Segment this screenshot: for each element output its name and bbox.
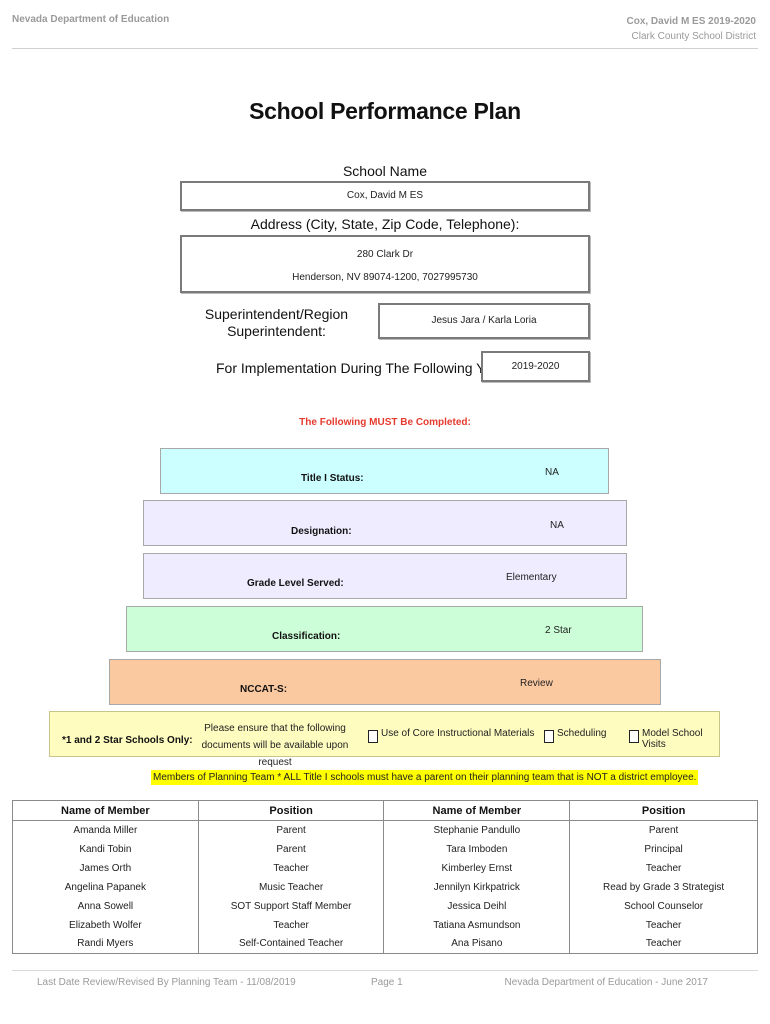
header-right: Cox, David M ES 2019-2020 Clark County S… [626,14,756,44]
member-position: Parent [569,820,758,840]
model-school-visits-label: Model School Visits [642,728,703,750]
member-name: James Orth [12,858,199,878]
member-position: Parent [197,820,385,840]
years-label: For Implementation During The Following … [216,360,516,376]
planning-team-table: Name of Member Position Name of Member P… [12,800,758,954]
planning-team-note: Members of Planning Team * ALL Title I s… [151,770,699,785]
member-position: Teacher [197,915,385,935]
grade-level-label: Grade Level Served: [247,578,344,589]
address-label: Address (City, State, Zip Code, Telephon… [250,216,520,232]
address-line-2: Henderson, NV 89074-1200, 7027995730 [292,272,478,283]
superintendent-label-line-2: Superintendent: [227,323,326,339]
classification-value: 2 Star [545,625,572,636]
nccat-s-row[interactable]: NCCAT-S: Review [109,659,661,705]
member-position: Teacher [197,858,385,878]
member-position: Parent [197,839,385,859]
star-schools-instruction: Please ensure that the following documen… [190,720,360,771]
school-name-label: School Name [342,163,428,179]
footer-page-number: Page 1 [371,977,403,988]
designation-row[interactable]: Designation: NA [143,500,627,546]
member-position: School Counselor [569,896,758,916]
member-name: Randi Myers [12,934,199,954]
years-field[interactable]: 2019-2020 [481,351,590,382]
member-position: Music Teacher [197,877,385,897]
member-position: Teacher [569,858,758,878]
designation-value: NA [550,520,564,531]
school-name-field[interactable]: Cox, David M ES [180,181,590,211]
required-notice: The Following MUST Be Completed: [299,417,471,428]
table-row: Amanda Miller Parent Stephanie Pandullo … [12,820,758,840]
member-position: Self-Contained Teacher [197,934,385,954]
classification-row[interactable]: Classification: 2 Star [126,606,643,652]
instruction-line-1: Please ensure that the following [204,723,346,734]
column-header: Name of Member [12,800,199,821]
table-row: Anna Sowell SOT Support Staff Member Jes… [12,896,758,916]
member-name: Elizabeth Wolfer [12,915,199,935]
grade-level-row[interactable]: Grade Level Served: Elementary [143,553,627,599]
table-header-row: Name of Member Position Name of Member P… [12,800,758,821]
nccat-s-label: NCCAT-S: [240,684,288,695]
title-one-status-value: NA [545,467,559,478]
member-position: Principal [569,839,758,859]
member-position: SOT Support Staff Member [197,896,385,916]
instruction-line-2: documents will be available upon request [201,740,349,768]
star-schools-row: *1 and 2 Star Schools Only: Please ensur… [49,711,720,768]
school-year: Cox, David M ES 2019-2020 [626,16,756,27]
member-name: Stephanie Pandullo [383,820,571,840]
table-row: Randi Myers Self-Contained Teacher Ana P… [12,934,758,954]
footer-review-date: Last Date Review/Revised By Planning Tea… [37,977,296,988]
title-one-status-label: Title I Status: [301,473,364,484]
member-position: Teacher [569,934,758,954]
member-position: Read by Grade 3 Strategist [569,877,758,897]
nccat-s-value: Review [520,678,553,689]
header-divider [12,48,758,49]
footer-divider [12,970,758,971]
superintendent-label: Superintendent/Region Superintendent: [180,306,373,340]
member-name: Angelina Papanek [12,877,199,897]
scheduling-checkbox[interactable] [544,730,554,743]
table-row: Elizabeth Wolfer Teacher Tatiana Asmunds… [12,915,758,935]
address-line-1: 280 Clark Dr [356,249,414,260]
superintendent-field[interactable]: Jesus Jara / Karla Loria [378,303,590,339]
classification-label: Classification: [272,631,341,642]
footer-publisher: Nevada Department of Education - June 20… [504,977,708,988]
member-name: Ana Pisano [383,934,571,954]
member-name: Tara Imboden [383,839,571,859]
core-materials-checkbox[interactable] [368,730,378,743]
member-name: Kandi Tobin [12,839,199,859]
core-materials-label: Use of Core Instructional Materials [381,728,535,739]
table-row: Kandi Tobin Parent Tara Imboden Principa… [12,839,758,859]
member-name: Tatiana Asmundson [383,915,571,935]
superintendent-label-line-1: Superintendent/Region [204,306,349,322]
grade-level-value: Elementary [506,572,557,583]
table-row: James Orth Teacher Kimberley Ernst Teach… [12,858,758,878]
star-schools-label: *1 and 2 Star Schools Only: [62,735,193,746]
table-row: Angelina Papanek Music Teacher Jennilyn … [12,877,758,897]
page-title: School Performance Plan [249,98,521,124]
member-name: Kimberley Ernst [383,858,571,878]
district-name: Clark County School District [631,31,756,42]
column-header: Position [197,800,385,821]
member-name: Anna Sowell [12,896,199,916]
designation-label: Designation: [291,526,352,537]
address-field[interactable]: 280 Clark Dr Henderson, NV 89074-1200, 7… [180,235,590,293]
column-header: Position [569,800,758,821]
scheduling-label: Scheduling [557,728,607,739]
title-one-status-row[interactable]: Title I Status: NA [160,448,609,494]
member-name: Jessica Deihl [383,896,571,916]
column-header: Name of Member [383,800,571,821]
member-name: Amanda Miller [12,820,199,840]
agency-name: Nevada Department of Education [12,14,170,25]
member-position: Teacher [569,915,758,935]
model-school-visits-checkbox[interactable] [629,730,639,743]
member-name: Jennilyn Kirkpatrick [383,877,571,897]
